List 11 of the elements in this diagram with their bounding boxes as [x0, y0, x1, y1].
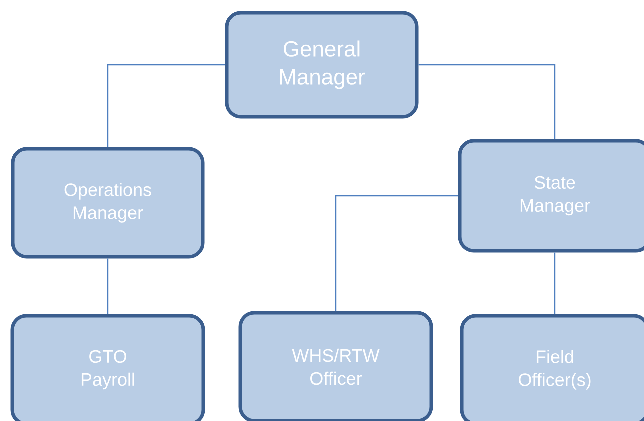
- org-box: General Manager: [225, 11, 419, 119]
- connector-line: [107, 64, 226, 148]
- connector-line: [107, 258, 109, 314]
- connector-line: [335, 195, 458, 312]
- org-box: WHS/RTW Officer: [238, 311, 434, 421]
- org-box: State Manager: [458, 139, 644, 253]
- org-box: Field Officer(s): [460, 314, 644, 421]
- connector-line: [418, 64, 556, 140]
- connector-line: [554, 252, 556, 314]
- org-box: GTO Payroll: [10, 314, 206, 421]
- org-box: Operations Manager: [11, 147, 205, 259]
